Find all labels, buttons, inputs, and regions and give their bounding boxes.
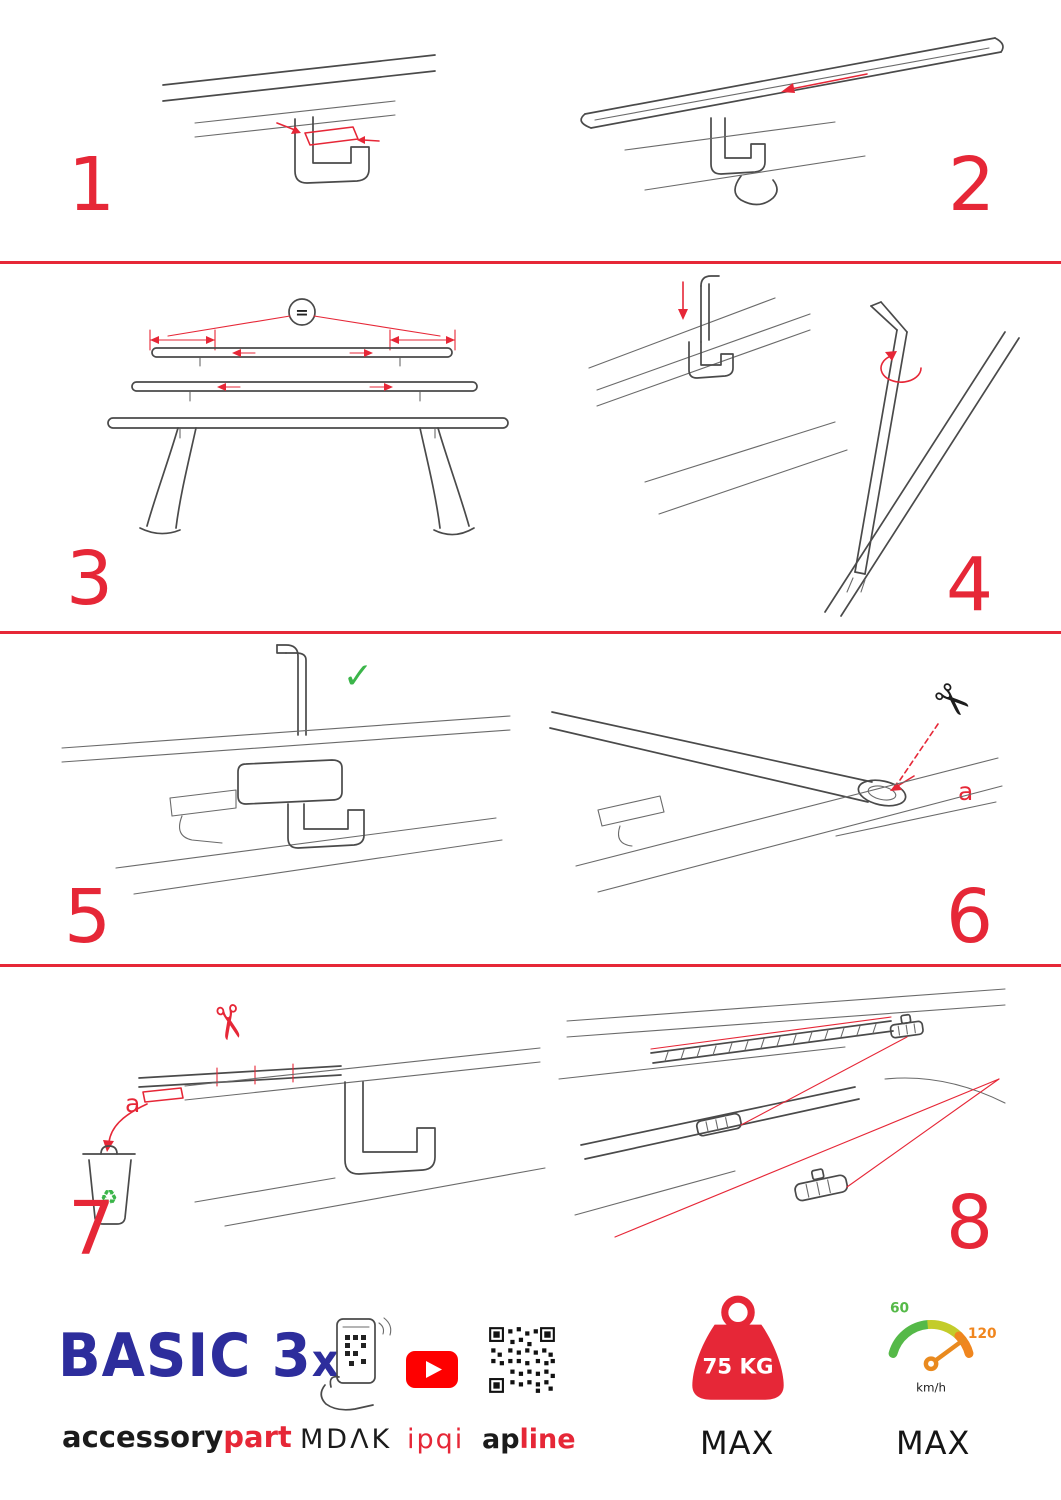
equal-icon: = [295,303,308,322]
clamp-assembly-sketch [169,759,365,849]
bar-slide-sketch [580,37,1004,206]
car-roof-sketch [558,988,1006,1216]
max-weight-icon: 75 KG [672,1292,804,1414]
cut-label-a: a [958,777,973,806]
step-3-number: 3 [66,536,114,622]
step-8-illustration [555,975,1020,1260]
speed-low-label: 60 [890,1301,909,1317]
step-8-number: 8 [946,1180,994,1266]
adapter-fit-sketch [558,988,1006,1238]
t-slot-piece [889,1013,924,1039]
car-roof-sketch [588,297,1020,617]
step-1-number: 1 [68,142,116,228]
product-name: BASIC 3 [58,1322,312,1391]
step-7-number: 7 [68,1186,116,1272]
cut-line [899,723,939,781]
section-divider-3 [0,964,1061,967]
equal-spacing-badge: = [167,298,441,337]
product-logo: BASIC 3x [58,1322,340,1391]
slide-arrow [781,73,868,93]
car-roof-sketch [575,757,1003,893]
cut-piece-discard [103,1087,184,1152]
hand-sketch [320,1375,374,1411]
apline-part-black: ap [482,1424,520,1455]
speed-unit-label: km/h [916,1380,946,1394]
speed-max-label: MAX [896,1424,971,1462]
section-divider-2 [0,631,1061,634]
lock-rod-sketch [276,644,307,736]
cut-label-a: a [125,1089,140,1118]
crossbars-sketch [107,347,509,439]
step-3-illustration: = [50,282,555,542]
step-2-number: 2 [948,142,996,228]
car-roof-sketch [61,715,511,895]
lock-pin-sketch [688,275,734,379]
product-suffix: x [311,1334,340,1387]
trim-discard-sketch: ✂ a ♻ [82,998,546,1227]
play-triangle [426,1361,442,1378]
step-2-illustration [515,22,1010,222]
rod-check-sketch: ✓ [61,644,511,895]
weight-value: 75 KG [702,1354,773,1379]
step-5-illustration: ✓ [50,640,525,912]
push-down-arrow [678,281,688,320]
front-bar-sketch [580,1086,860,1160]
brand-part-red: part [223,1420,292,1454]
slot-adapter-piece [695,1112,742,1137]
step-7-illustration: ✂ a ♻ [35,982,550,1244]
recycle-icon: ♻ [100,1185,118,1209]
clamp-insert-sketch [162,54,436,184]
ipqi-logo: ipqi [407,1424,465,1455]
rotate-arrow [880,351,922,383]
step-6-number: 6 [946,874,994,960]
speed-high-label: 120 [968,1326,997,1342]
step-5-number: 5 [64,874,112,960]
scan-phone-icon [305,1315,395,1413]
step-6-illustration: ✂ a [540,660,1010,905]
pin-and-hexkey-sketch [588,275,1020,617]
step-1-illustration [145,45,445,240]
adjust-arrows [217,349,393,391]
scissors-icon: ✂ [921,670,983,733]
weight-max-label: MAX [700,1424,775,1462]
clamp-sketch [294,116,370,184]
insert-plate-highlight [276,122,380,146]
apline-logo: apline [482,1424,576,1455]
scissors-icon: ✂ [198,998,259,1047]
equal-spacing-sketch: = [107,298,509,536]
step-4-number: 4 [946,542,994,628]
checkmark-icon: ✓ [343,656,373,697]
rear-strip-sketch [650,1016,894,1064]
phone-qr-pixels [345,1335,366,1366]
rack-legs-sketch [139,427,475,536]
clamp-sketch [184,1047,546,1227]
brand-wordmark: accessorypart [62,1420,292,1454]
brand-part-black: accessory [62,1420,224,1454]
car-roof-sketch [162,54,436,138]
trash-icon: ♻ [82,1145,136,1225]
apline-part-red: line [519,1424,576,1455]
crossbar-sketch [580,37,1004,129]
strip-sketch [138,1063,342,1088]
right-measure-bracket [389,329,456,351]
adapter-piece [794,1168,849,1202]
qr-code-icon [487,1325,557,1395]
left-measure-bracket [149,329,216,351]
cut-strip-sketch: ✂ a [549,670,1003,893]
crossbar-profile-sketch [549,711,907,807]
section-divider-1 [0,261,1061,264]
youtube-icon [405,1350,459,1390]
speedometer-icon: 60 120 km/h [870,1292,998,1404]
mdak-logo: MDΛK [300,1424,393,1455]
clamp-foot-sketch [624,117,866,206]
leader-lines [614,1036,1000,1238]
hex-key-sketch [846,301,908,593]
step-4-illustration [585,272,1020,617]
